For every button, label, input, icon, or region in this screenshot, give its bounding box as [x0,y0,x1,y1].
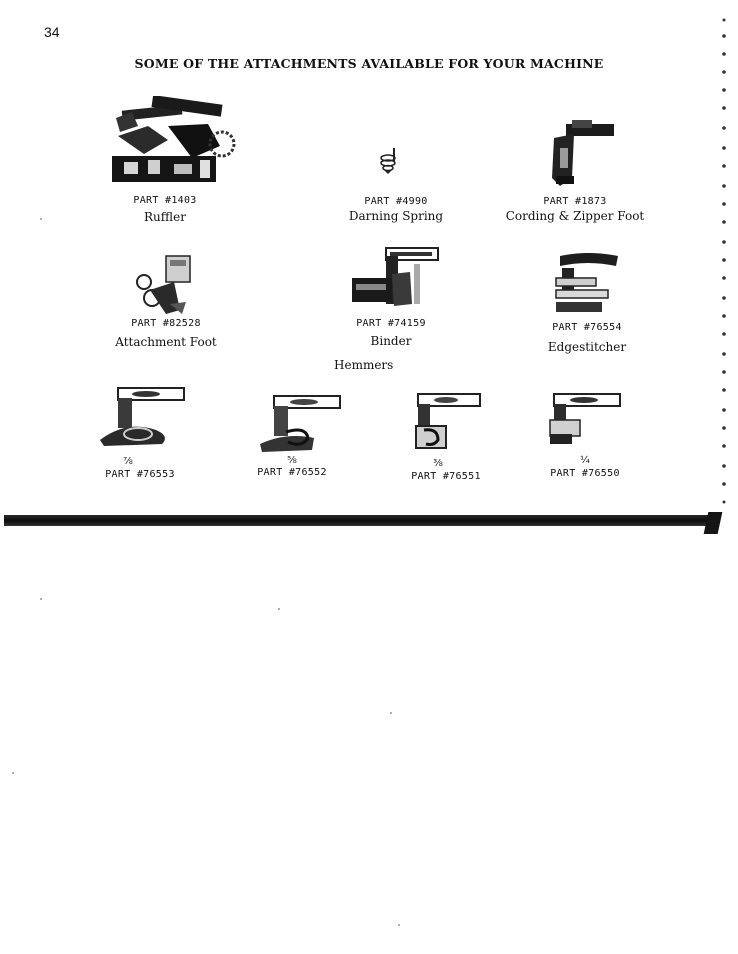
hemmer-size: ⅞ [123,456,133,467]
hemmer-illustration [415,393,481,449]
part-number-hemmer: PART #76553 [105,469,175,480]
ruffler-illustration [112,96,236,182]
name-ruffler: Ruffler [144,210,186,224]
part-number-hemmer: PART #76551 [411,471,481,482]
hemmer-illustration [549,393,621,444]
attachment-foot-illustration [136,255,191,314]
part-number-hemmer: PART #76552 [257,467,327,478]
part-number-hemmer: PART #76550 [550,468,620,479]
scan-speck [40,218,42,220]
scan-speck [12,772,14,774]
part-number-darning-spring: PART #4990 [364,196,428,207]
edgestitcher-illustration [555,253,618,312]
name-cording-zipper-foot: Cording & Zipper Foot [505,209,645,223]
cording-zipper-foot-illustration [552,120,614,186]
scan-speck [398,924,400,926]
hemmer-illustration [260,395,341,452]
name-binder: Binder [370,334,412,348]
page-title: SOME OF THE ATTACHMENTS AVAILABLE FOR YO… [134,56,604,71]
part-number-binder: PART #74159 [356,318,426,329]
name-darning-spring: Darning Spring [348,209,444,223]
darning-spring-illustration [380,148,396,174]
name-edgestitcher: Edgestitcher [547,340,627,354]
scan-speck [40,598,42,600]
part-number-attachment-foot: PART #82528 [131,318,201,329]
hemmer-size: ⅝ [287,455,297,466]
rule-end-mark [703,512,723,534]
binder-illustration [352,247,439,306]
hemmer-size: ¼ [580,455,590,466]
scan-speck [390,712,392,714]
section-divider-rule [4,515,718,526]
page-number: 34 [44,24,60,40]
hemmer-illustration [100,387,185,446]
hemmer-size: ⅜ [433,458,443,469]
binding-hole-marks [722,18,726,504]
hemmers-label: Hemmers [334,358,394,372]
part-number-ruffler: PART #1403 [133,195,197,206]
scan-speck [278,608,280,610]
part-number-cording-zipper-foot: PART #1873 [543,196,607,207]
part-number-edgestitcher: PART #76554 [552,322,622,333]
name-attachment-foot: Attachment Foot [115,335,217,349]
